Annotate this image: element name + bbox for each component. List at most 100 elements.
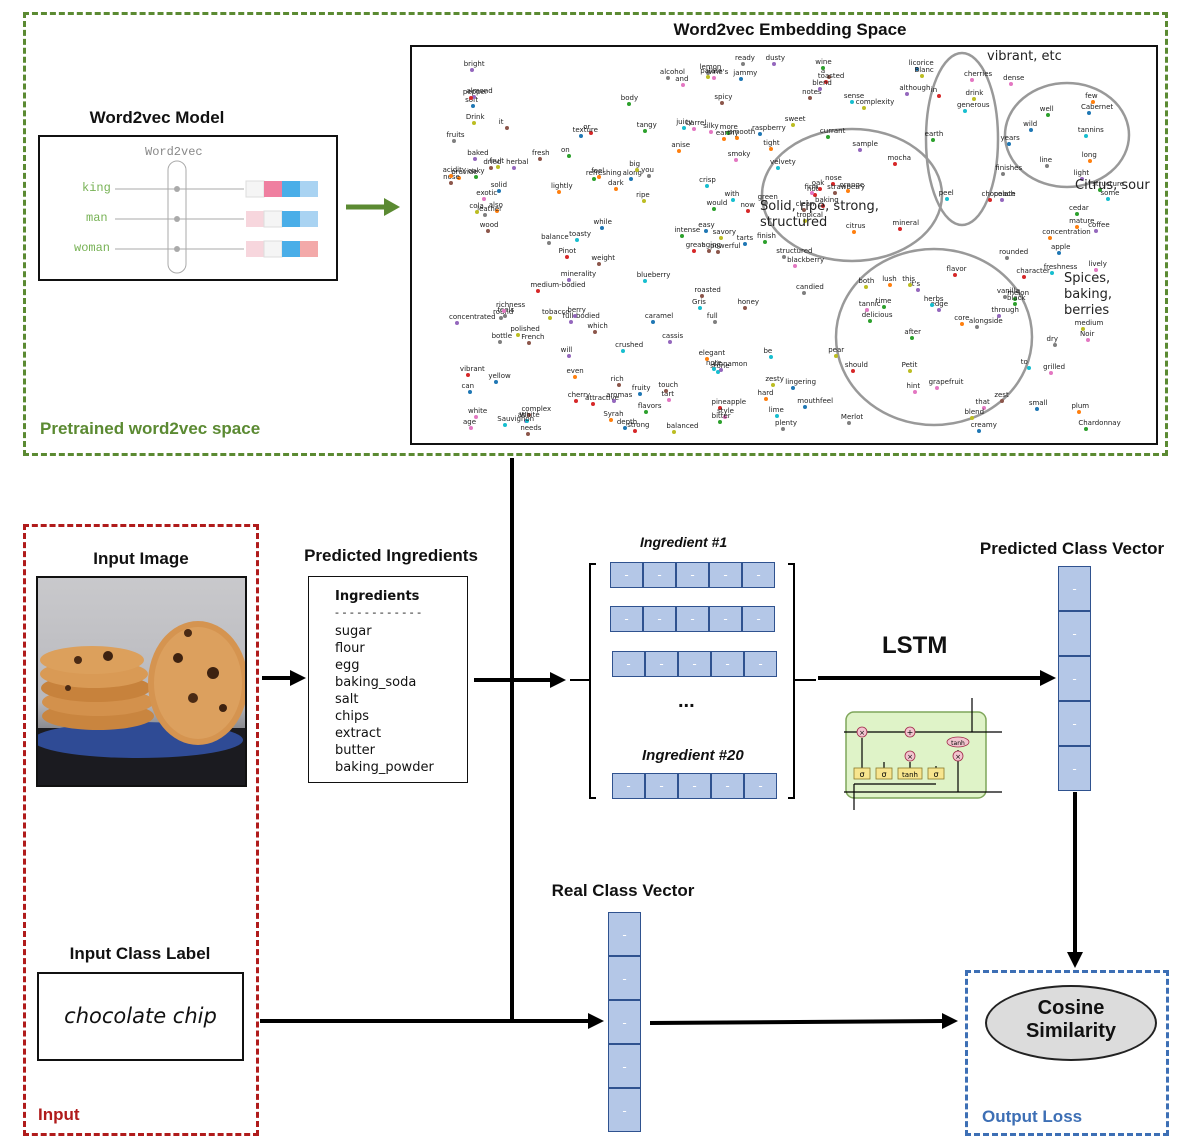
scatter-point: [668, 339, 673, 344]
scatter-word: cherries: [964, 69, 993, 78]
scatter-point: [672, 430, 677, 435]
scatter-word: fruity: [631, 383, 651, 392]
class-vector-cell: -: [608, 1000, 641, 1044]
scatter-word: lush: [882, 274, 897, 283]
scatter-word: oak: [811, 178, 825, 187]
scatter-word: full: [706, 312, 718, 320]
scatter-point: [626, 102, 631, 107]
scatter-point: [821, 204, 826, 209]
scatter-point: [812, 193, 817, 198]
class-vector-cell: -: [1058, 701, 1091, 746]
scatter-point: [612, 398, 617, 403]
cluster-label-vibrant: vibrant, etc: [987, 49, 1062, 64]
scatter-word: dried: [483, 157, 502, 166]
scatter-point: [650, 320, 655, 325]
scatter-point: [457, 175, 462, 180]
input-label: Input: [38, 1105, 80, 1124]
scatter-word: texture: [572, 125, 598, 134]
scatter-point: [818, 86, 823, 91]
scatter-point: [1000, 398, 1005, 403]
scatter-point: [849, 100, 854, 105]
scatter-point: [469, 67, 474, 72]
scatter-point: [1106, 197, 1111, 202]
scatter-point: [793, 264, 798, 269]
scatter-word: anise: [671, 140, 691, 149]
scatter-point: [525, 419, 530, 424]
scatter-point: [578, 133, 583, 138]
scatter-word: along: [622, 168, 642, 177]
class-vector-cell: -: [608, 912, 641, 956]
scatter-point: [682, 126, 687, 131]
svg-text:+: +: [907, 728, 914, 737]
svg-text:×: ×: [955, 753, 961, 761]
ingredient-vector-cell: -: [744, 773, 777, 799]
scatter-word: orange: [839, 181, 865, 190]
scatter-word: tobacco: [541, 307, 570, 316]
predicted-ingredients-title: Predicted Ingredients: [304, 546, 478, 565]
scatter-word: mouthfeel: [797, 396, 834, 405]
scatter-point: [763, 240, 767, 245]
scatter-word: complexity: [855, 97, 895, 106]
scatter-point: [826, 74, 831, 79]
model-to-space-arrow: [346, 198, 400, 216]
ingredient-vector-cell: -: [610, 562, 643, 588]
scatter-point: [1098, 188, 1103, 193]
scatter-point: [516, 332, 521, 337]
scatter-point: [591, 177, 596, 182]
scatter-word: crushed: [615, 341, 644, 350]
scatter-word: in: [930, 85, 938, 94]
scatter-point: [1075, 225, 1080, 230]
ingredient-20-label: Ingredient #20: [642, 747, 744, 764]
scatter-point: [642, 199, 647, 204]
scatter-point: [681, 83, 686, 88]
input-class-label-title: Input Class Label: [69, 944, 211, 963]
scatter-point: [613, 187, 618, 192]
scatter-word: zest: [994, 390, 1009, 399]
ingredient-vector-cell: -: [711, 651, 744, 677]
scatter-word: Pinot: [558, 246, 577, 255]
class-vector-cell: -: [1058, 746, 1091, 791]
scatter-word: firm: [804, 182, 819, 191]
scatter-point: [1094, 267, 1099, 272]
scatter-word: it's: [909, 279, 921, 288]
scatter-point: [718, 236, 723, 241]
scatter-point: [850, 369, 855, 374]
scatter-word: herbs: [923, 294, 944, 303]
scatter-point: [1083, 134, 1088, 139]
pretrained-space-label: Pretrained word2vec space: [40, 419, 261, 438]
scatter-word: attractive: [585, 393, 619, 402]
scatter-word: sample: [852, 139, 878, 148]
scatter-point: [536, 289, 541, 294]
scatter-point: [757, 131, 762, 136]
input-image: [36, 576, 247, 787]
scatter-word: grapefruit: [928, 378, 964, 387]
scatter-point: [473, 156, 478, 161]
scatter-point: [468, 426, 473, 431]
scatter-word: you: [641, 165, 654, 174]
scatter-word: blueberry: [636, 271, 671, 280]
scatter-word: blackberry: [787, 256, 825, 265]
scatter-point: [1048, 235, 1053, 240]
scatter-point: [643, 409, 648, 414]
scatter-point: [472, 95, 477, 100]
scatter-point: [621, 349, 626, 354]
scatter-point: [1001, 171, 1006, 176]
scatter-point: [1086, 337, 1091, 342]
scatter-word: tropical: [796, 210, 823, 219]
scatter-point: [1034, 406, 1039, 411]
scatter-word: few: [1085, 92, 1098, 101]
scatter-point: [1049, 370, 1054, 375]
scatter-point: [723, 414, 728, 419]
scatter-word: light: [1073, 169, 1090, 178]
scatter-word: Syrah: [603, 409, 624, 418]
scatter-point: [936, 93, 941, 98]
scatter-point: [709, 129, 714, 134]
ingredients-list: sugar flour egg baking_soda salt chips e…: [335, 623, 434, 776]
ingredients-separator: - - - - - - - - - - - -: [335, 606, 422, 619]
scatter-point: [494, 209, 499, 214]
scatter-point: [698, 305, 703, 310]
scatter-word: coffee: [1088, 221, 1110, 230]
scatter-point: [810, 190, 815, 195]
scatter-point: [746, 209, 751, 214]
